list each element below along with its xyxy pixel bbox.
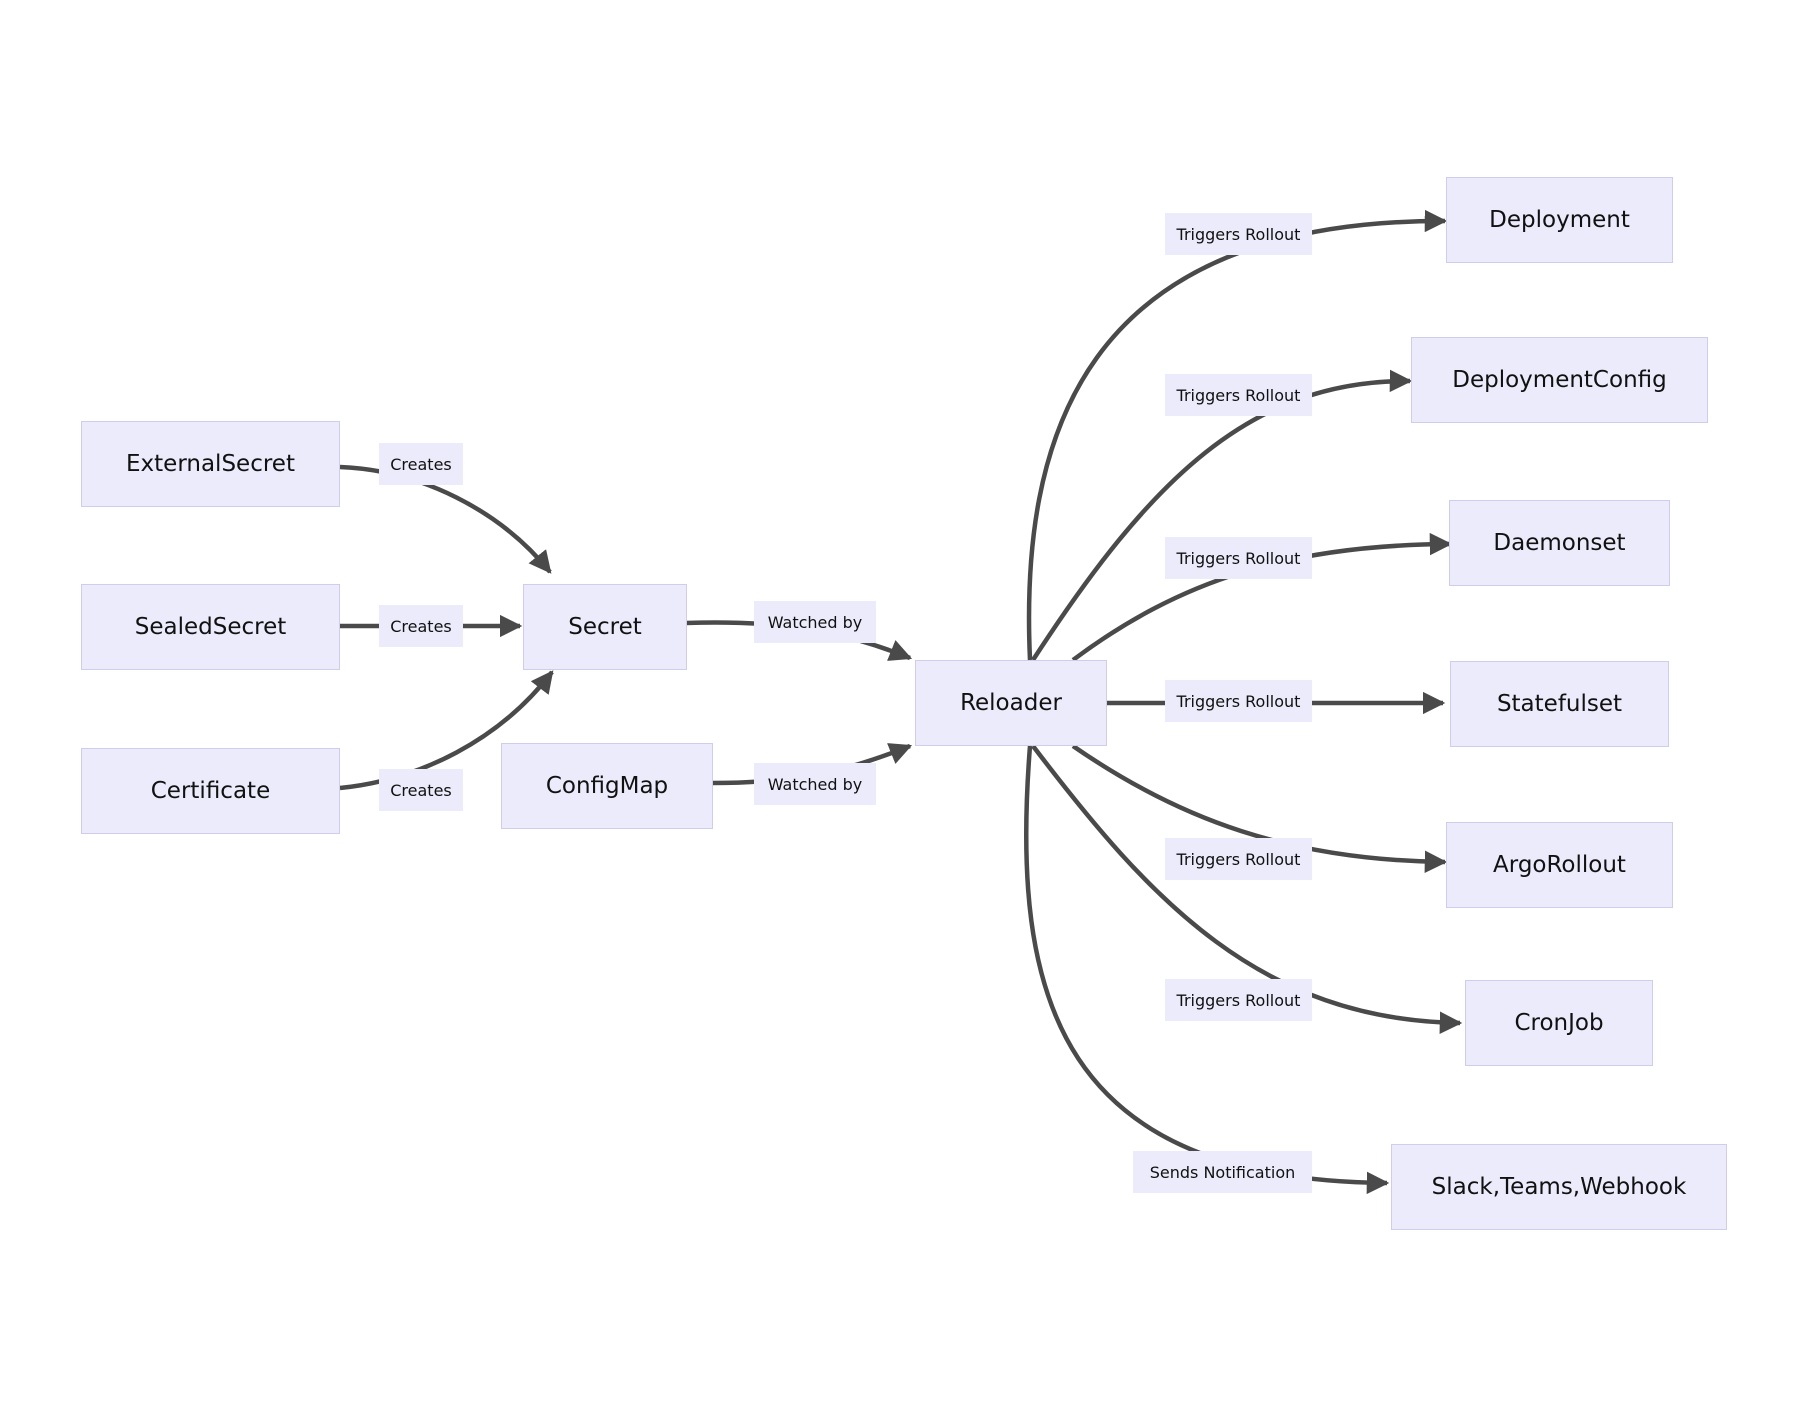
edge-label-triggers-argorollout: Triggers Rollout	[1165, 838, 1312, 880]
edge-externalsecret-secret	[339, 464, 552, 574]
edge-reloader-deploymentconfig	[1031, 369, 1413, 662]
node-argo-rollout[interactable]: ArgoRollout	[1446, 822, 1673, 908]
edge-label-sends-notification: Sends Notification	[1133, 1151, 1312, 1193]
node-reloader[interactable]: Reloader	[915, 660, 1107, 746]
edge-reloader-notifications	[1023, 745, 1390, 1195]
node-secret[interactable]: Secret	[523, 584, 687, 670]
node-configmap[interactable]: ConfigMap	[501, 743, 713, 829]
edge-label-creates-external: Creates	[379, 443, 463, 485]
node-deployment-config[interactable]: DeploymentConfig	[1411, 337, 1708, 423]
node-deployment[interactable]: Deployment	[1446, 177, 1673, 263]
edge-reloader-deployment	[1026, 209, 1448, 661]
edge-label-triggers-deploymentconfig: Triggers Rollout	[1165, 374, 1312, 416]
node-sealed-secret[interactable]: SealedSecret	[81, 584, 340, 670]
edge-label-creates-certificate: Creates	[379, 769, 463, 811]
edge-label-watched-configmap: Watched by	[754, 763, 876, 805]
edge-reloader-cronjob	[1031, 744, 1463, 1034]
edge-label-triggers-daemonset: Triggers Rollout	[1165, 537, 1312, 579]
edge-reloader-argorollout	[1071, 744, 1448, 873]
edge-label-creates-sealed: Creates	[379, 605, 463, 647]
node-notification-targets[interactable]: Slack,Teams,Webhook	[1391, 1144, 1727, 1230]
node-statefulset[interactable]: Statefulset	[1450, 661, 1669, 747]
edge-label-watched-secret: Watched by	[754, 601, 876, 643]
edge-certificate-secret	[339, 670, 554, 791]
node-cronjob[interactable]: CronJob	[1465, 980, 1653, 1066]
node-certificate[interactable]: Certificate	[81, 748, 340, 834]
node-daemonset[interactable]: Daemonset	[1449, 500, 1670, 586]
node-external-secret[interactable]: ExternalSecret	[81, 421, 340, 507]
edge-label-triggers-cronjob: Triggers Rollout	[1165, 979, 1312, 1021]
edge-label-triggers-deployment: Triggers Rollout	[1165, 213, 1312, 255]
edge-label-triggers-statefulset: Triggers Rollout	[1165, 680, 1312, 722]
